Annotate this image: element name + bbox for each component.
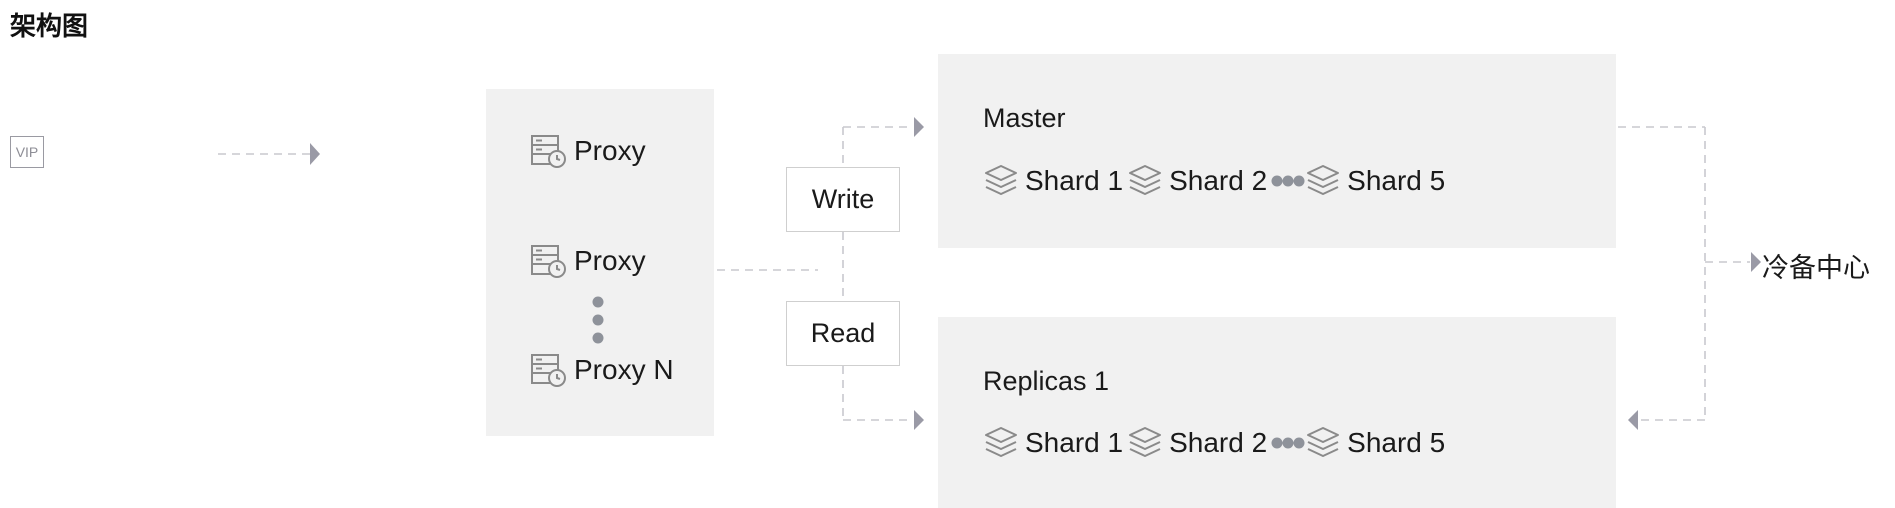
write-box: Write: [786, 167, 900, 232]
shard-label: Shard 1: [1025, 427, 1124, 458]
read-box: Read: [786, 301, 900, 366]
layers-icon: [983, 163, 1019, 199]
replicas-title: Replicas 1: [983, 366, 1110, 396]
vip-label: VIP: [15, 144, 39, 160]
replicas-panel: [938, 317, 1616, 508]
shard-label: Shard 2: [1169, 165, 1268, 196]
proxy-item: Proxy N: [530, 352, 674, 388]
master-panel: [938, 54, 1616, 248]
page-title: 架构图: [10, 11, 89, 41]
proxy-label: Proxy: [574, 245, 646, 276]
proxy-label: Proxy: [574, 135, 646, 166]
master-title: Master: [983, 103, 1066, 133]
proxy-label: Proxy N: [574, 354, 674, 385]
master-shard-row: Shard 1 Shard 2 Shard 5: [983, 163, 1449, 199]
proxy-panel: [486, 89, 714, 436]
shard-label: Shard 1: [1025, 165, 1124, 196]
ellipsis-horizontal-icon: [1271, 436, 1305, 450]
replicas-shard-row: Shard 1 Shard 2 Shard 5: [983, 425, 1449, 461]
arrow-backup-to-replicas: [1628, 410, 1638, 430]
server-clock-icon: [530, 352, 566, 388]
arrow-to-proxy: [310, 143, 320, 165]
shard-label: Shard 5: [1347, 427, 1446, 458]
server-clock-icon: [530, 243, 566, 279]
cold-backup-label: 冷备中心: [1762, 253, 1870, 283]
write-label: Write: [811, 184, 875, 214]
layers-icon: [1305, 425, 1341, 461]
arrow-to-master: [914, 117, 924, 137]
ellipsis-horizontal-icon: [1271, 174, 1305, 188]
proxy-item: Proxy: [530, 133, 646, 169]
proxy-item: Proxy: [530, 243, 646, 279]
layers-icon: [1127, 163, 1163, 199]
ellipsis-vertical-icon: [592, 296, 604, 344]
layers-icon: [983, 425, 1019, 461]
shard-label: Shard 5: [1347, 165, 1446, 196]
read-label: Read: [810, 318, 876, 348]
layers-icon: [1127, 425, 1163, 461]
server-clock-icon: [530, 133, 566, 169]
shard-label: Shard 2: [1169, 427, 1268, 458]
vip-badge: VIP: [10, 136, 44, 168]
arrow-to-cold-backup: [1751, 252, 1761, 272]
layers-icon: [1305, 163, 1341, 199]
arrow-to-replicas: [914, 410, 924, 430]
